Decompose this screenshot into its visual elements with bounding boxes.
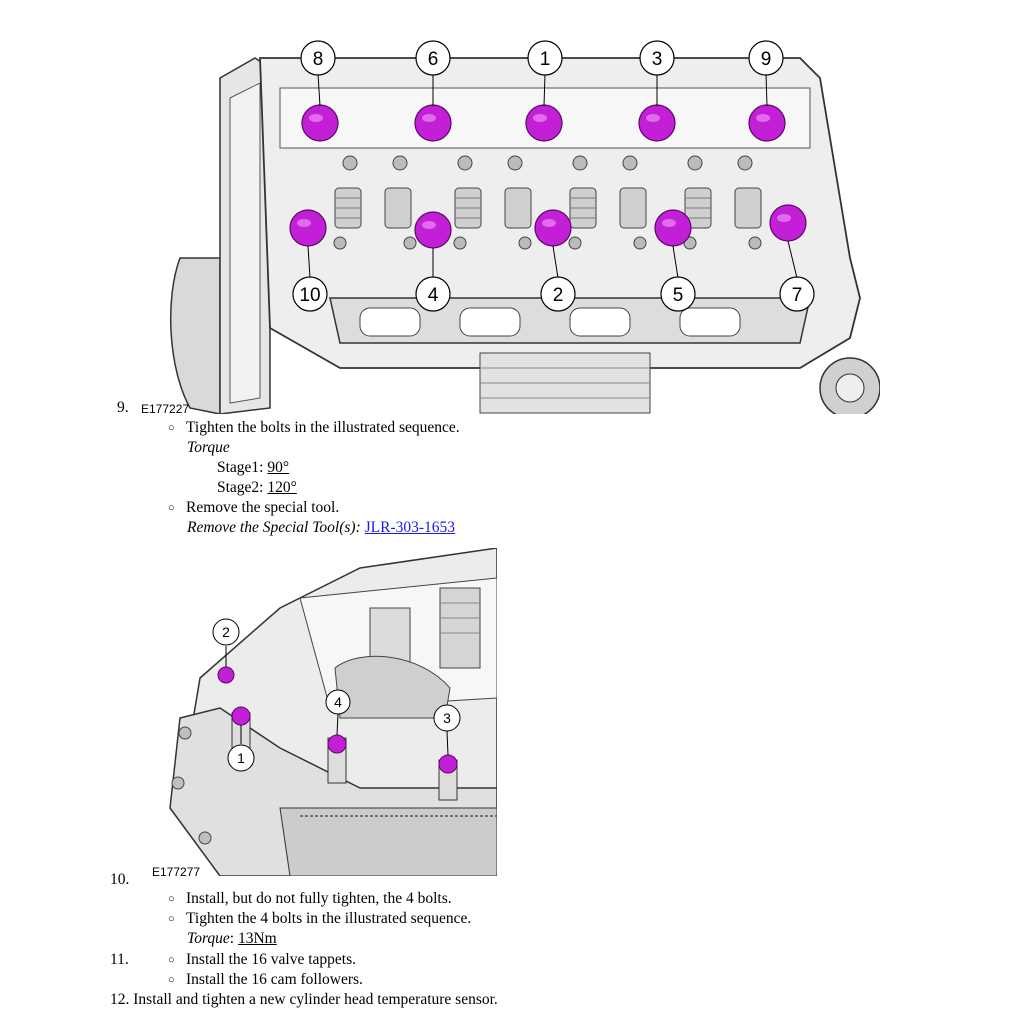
callout-2: 2	[222, 624, 230, 640]
step-9-special-tool: Remove the Special Tool(s): JLR-303-1653	[187, 518, 455, 538]
bolt-3	[438, 754, 458, 774]
bullet-icon: ○	[168, 913, 175, 925]
callout-3: 3	[652, 49, 663, 70]
special-tool-label: Remove the Special Tool(s):	[187, 519, 365, 536]
step-11-bullet-2: ○ Install the 16 cam followers.	[168, 970, 363, 990]
stage-1-value: 90°	[267, 459, 290, 476]
stage-2-label: Stage2:	[217, 479, 268, 496]
bolt-1	[231, 706, 251, 726]
callout-8: 8	[313, 49, 324, 70]
step-12-number: 12.	[110, 991, 130, 1008]
step-10-bullet-2: ○ Tighten the 4 bolts in the illustrated …	[168, 909, 471, 929]
bolt-3	[638, 104, 676, 142]
bullet-icon: ○	[168, 974, 175, 986]
figure-2-id: E177277	[152, 865, 201, 879]
step-10-bullet-1-text: Install, but do not fully tighten, the 4…	[186, 890, 452, 907]
callout-2: 2	[553, 285, 564, 306]
callout-1: 1	[540, 49, 551, 70]
step-9-bullet-1-text: Tighten the bolts in the illustrated seq…	[186, 419, 460, 436]
callout-1: 1	[237, 750, 245, 766]
bolt-8	[301, 104, 339, 142]
bullet-icon: ○	[168, 502, 175, 514]
step-12-text: Install and tighten a new cylinder head …	[133, 991, 498, 1008]
step-9-stage-1: Stage1: 90°	[217, 458, 289, 478]
callout-6: 6	[428, 49, 439, 70]
step-12: 12. Install and tighten a new cylinder h…	[110, 990, 498, 1010]
step-9-bullet-2-text: Remove the special tool.	[186, 499, 340, 516]
step-9-bullet-2: ○ Remove the special tool.	[168, 498, 339, 518]
bolt-10	[289, 209, 327, 247]
stage-1-label: Stage1:	[217, 459, 268, 476]
callout-3: 3	[443, 710, 451, 726]
callout-9: 9	[761, 49, 772, 70]
torque-value: 13Nm	[237, 930, 277, 947]
step-9-torque-label: Torque	[187, 439, 230, 456]
step-11-bullet-2-text: Install the 16 cam followers.	[186, 971, 363, 988]
bullet-icon: ○	[168, 893, 175, 905]
bolt-2	[217, 666, 235, 684]
figure-cylinder-head-bolts: 8 6 1 3 9 10 4 2 5 7	[169, 40, 880, 414]
bolt-5	[654, 209, 692, 247]
step-10-bullet-2-text: Tighten the 4 bolts in the illustrated s…	[186, 910, 472, 927]
bolt-9	[748, 104, 786, 142]
figure-1-id: E177227	[141, 402, 190, 416]
bolt-4	[414, 211, 452, 249]
step-9-stage-2: Stage2: 120°	[217, 478, 297, 498]
bolt-2	[534, 209, 572, 247]
step-9-bullet-1: ○ Tighten the bolts in the illustrated se…	[168, 418, 460, 438]
special-tool-link[interactable]: JLR-303-1653	[364, 519, 456, 536]
bolt-7	[769, 204, 807, 242]
bullet-icon: ○	[168, 422, 175, 434]
step-11-bullet-1: ○ Install the 16 valve tappets.	[168, 950, 356, 970]
bolt-6	[414, 104, 452, 142]
callout-5: 5	[673, 285, 684, 306]
step-11-bullet-1-text: Install the 16 valve tappets.	[186, 951, 357, 968]
figure-timing-cover-bolts: 2 1 4 3	[169, 548, 497, 876]
callout-10: 10	[299, 285, 320, 306]
bullet-icon: ○	[168, 954, 175, 966]
callout-4: 4	[428, 285, 439, 306]
callout-4: 4	[334, 694, 342, 710]
bolt-1	[525, 104, 563, 142]
bolt-4	[327, 734, 347, 754]
step-9-number: 9.	[117, 399, 129, 416]
callout-7: 7	[792, 285, 803, 306]
step-11-number: 11.	[110, 951, 129, 968]
torque-separator: :	[229, 930, 238, 947]
step-10-bullet-1: ○ Install, but do not fully tighten, the …	[168, 889, 452, 909]
torque-label: Torque	[187, 930, 230, 947]
stage-2-value: 120°	[267, 479, 297, 496]
step-10-number: 10.	[110, 871, 130, 888]
step-10-torque: Torque: 13Nm	[187, 929, 277, 949]
